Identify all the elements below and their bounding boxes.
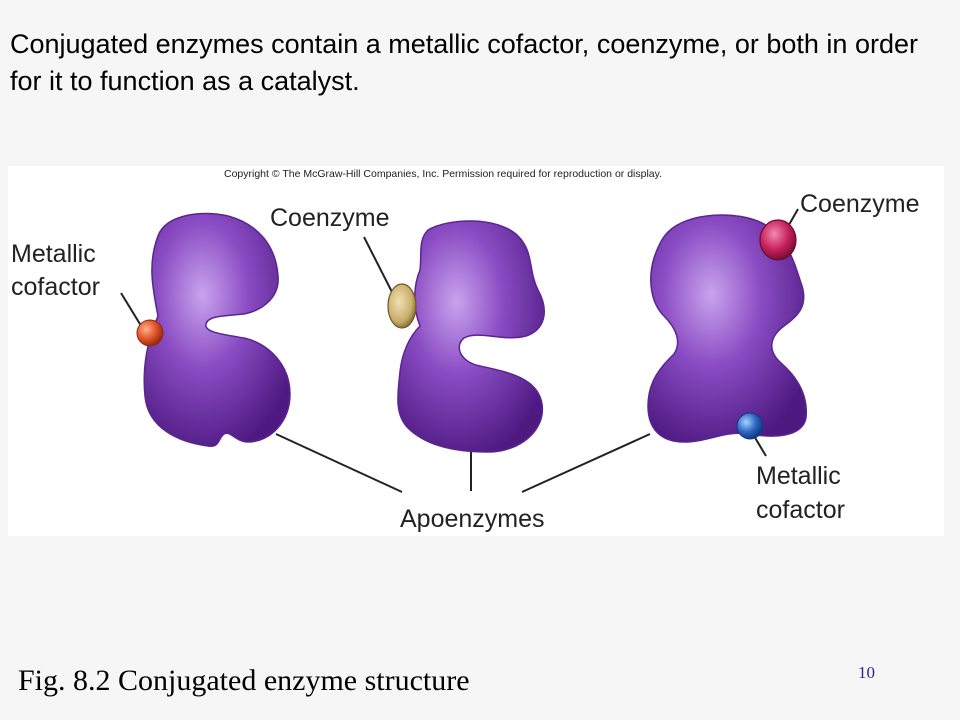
page-number: 10 <box>858 663 875 682</box>
apoenzyme-line-right <box>521 433 651 493</box>
label-metallic-cofactor-right-line1: Metallic <box>756 462 841 490</box>
label-coenzyme-middle: Coenzyme <box>270 204 390 232</box>
label-lines <box>120 208 799 493</box>
label-metallic-cofactor-left-line2: cofactor <box>11 273 100 301</box>
label-metallic-cofactor-right-line2: cofactor <box>756 496 845 524</box>
enzyme-figure: Copyright © The McGraw-Hill Companies, I… <box>8 166 944 536</box>
left-apoenzyme-shape <box>143 212 291 447</box>
label-metallic-cofactor-left-line1: Metallic <box>11 240 96 268</box>
middle-apoenzyme-shape <box>397 220 545 453</box>
figure-caption: Fig. 8.2 Conjugated enzyme structure <box>18 664 470 697</box>
enzyme-diagram: Copyright © The McGraw-Hill Companies, I… <box>11 168 920 533</box>
leader-line-metallic-left <box>120 292 144 330</box>
copyright-text: Copyright © The McGraw-Hill Companies, I… <box>224 168 662 180</box>
right-coenzyme-shape <box>759 219 797 261</box>
middle-coenzyme-shape <box>387 283 417 329</box>
left-metallic-cofactor-ball <box>136 319 164 347</box>
label-apoenzymes: Apoenzymes <box>400 505 545 533</box>
label-coenzyme-right: Coenzyme <box>800 190 920 218</box>
leader-line-metallic-right <box>753 435 767 457</box>
slide-body-text: Conjugated enzymes contain a metallic co… <box>10 29 918 96</box>
leader-line-coenzyme-middle <box>363 236 394 295</box>
right-metallic-cofactor-ball <box>736 412 764 440</box>
apoenzyme-line-left <box>275 433 403 493</box>
